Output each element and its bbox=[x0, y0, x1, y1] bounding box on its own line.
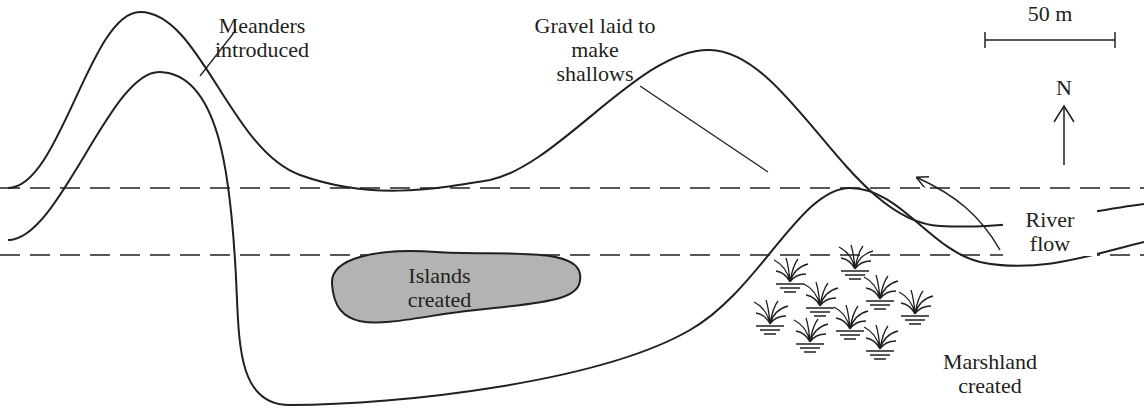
river-bank bbox=[8, 12, 1144, 227]
flow-arrow bbox=[918, 178, 1000, 250]
map-label: Marshland created bbox=[915, 350, 1065, 398]
north-arrow bbox=[1054, 106, 1074, 165]
river-bank bbox=[8, 72, 1144, 405]
old-channel bbox=[0, 254, 1144, 256]
scale-bar bbox=[985, 32, 1115, 48]
island-shape: Islands created bbox=[326, 244, 584, 348]
map-label: Meanders introduced bbox=[182, 14, 342, 62]
map-label: Gravel laid to make shallows bbox=[533, 14, 658, 86]
north-label: N bbox=[1044, 76, 1084, 100]
scale-label: 50 m bbox=[1000, 2, 1100, 26]
flow-label: River flow bbox=[1003, 208, 1097, 256]
island-label: Islands created bbox=[390, 264, 490, 312]
marsh-reeds bbox=[754, 245, 933, 359]
old-channel bbox=[0, 187, 1144, 189]
leader-line bbox=[640, 86, 768, 172]
